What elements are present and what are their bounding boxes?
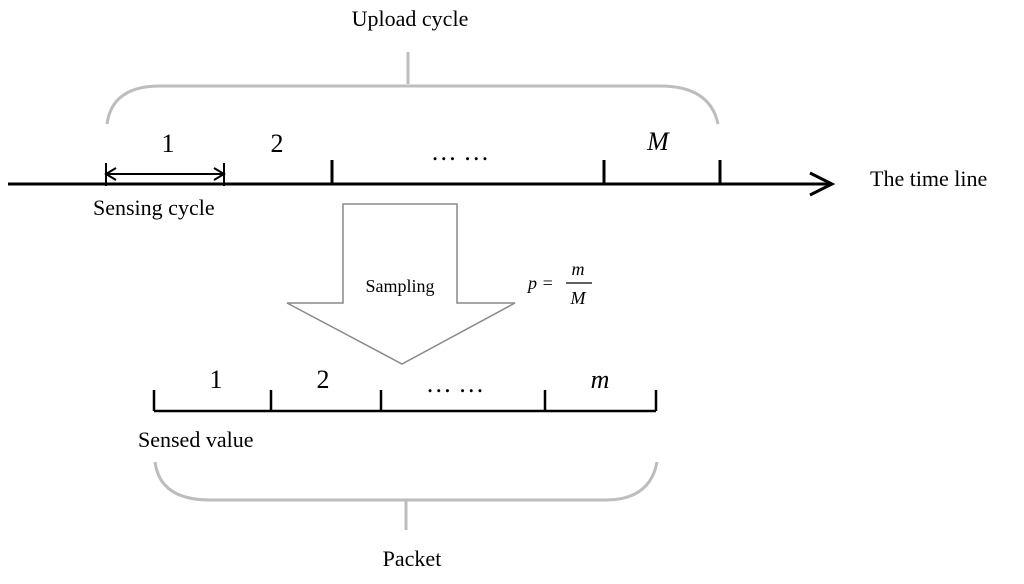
sampling-arrow [286,203,516,365]
timeline-segment-label: 1 [162,129,175,158]
sensing-cycle-bracket [104,163,226,186]
packet-segment-label: … … [426,369,485,398]
timeline-segment-label: 2 [271,129,284,158]
packet-segment-label: m [591,365,610,394]
time-line-axis [8,160,836,197]
sampling-formula: p = m M [526,259,592,308]
time-line-label: The time line [870,166,987,191]
packet-ruler [152,390,658,413]
sensed-value-label: Sensed value [138,427,253,452]
packet-brace [153,461,659,530]
packet-label: Packet [383,546,442,571]
upload-cycle-brace [105,52,720,125]
packet-segment-label: 2 [317,365,330,394]
time-line-arrowhead [809,171,836,197]
upload-cycle-label: Upload cycle [352,6,469,31]
sampling-label: Sampling [365,276,434,296]
formula-numerator: m [572,259,585,279]
timeline-segment-label: M [646,127,670,156]
sensing-cycle-label: Sensing cycle [93,195,215,220]
timeline-segment-label: … … [431,137,490,166]
packet-segment-label: 1 [210,365,223,394]
formula-lhs: p = [526,273,554,293]
formula-denominator: M [570,288,587,308]
